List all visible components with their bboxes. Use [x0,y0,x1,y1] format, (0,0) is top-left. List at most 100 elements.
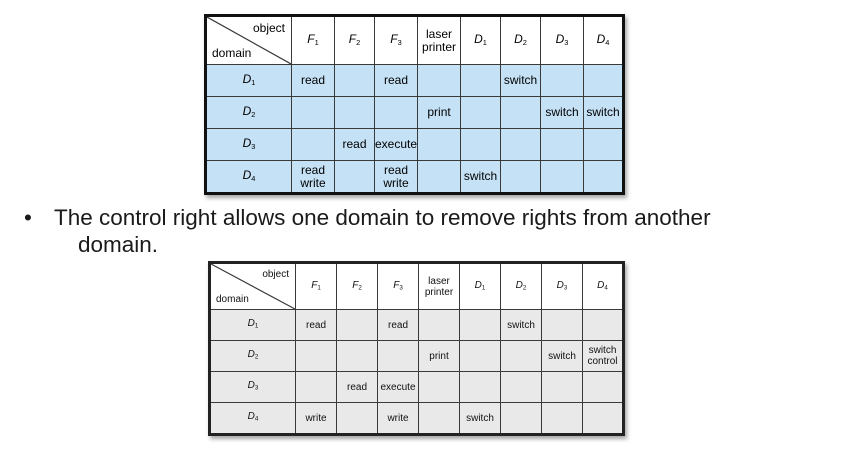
table-row: D2 print switch switch control [209,340,624,372]
table-header-row: object domain F1 F2 F3 laser printer D1 … [205,15,625,65]
table-cell [583,64,625,97]
table-cell: read write [373,160,419,194]
corner-diagonal-line [207,17,291,64]
table-cell: read [334,128,375,161]
table-cell [418,371,460,403]
table-cell [291,96,335,129]
table-cell: switch [500,309,542,341]
table-cell [541,371,583,403]
table-cell [541,309,583,341]
table-cell: print [418,340,460,372]
column-header-laser-printer: laser printer [417,15,462,65]
row-header-d1: D1 [209,309,296,341]
column-header-d1: D1 [460,15,502,65]
table-cell [540,160,585,194]
column-header-d2: D2 [500,15,542,65]
table-cell [334,64,375,97]
table-cell [417,128,462,161]
table-cell: switch [500,64,542,97]
table-cell: print [417,96,462,129]
row-header-d2: D2 [205,96,292,129]
table-cell: execute [373,128,419,161]
bullet-text-line-2: domain. [78,232,159,257]
access-matrix-table-2: object domain F1 F2 F3 laser printer D1 … [208,261,625,436]
column-header-d2: D2 [500,262,542,310]
table-cell: read [291,64,335,97]
table-cell [541,402,583,435]
table-cell: switch [460,160,502,194]
table-cell: write [295,402,337,435]
table-cell [417,160,462,194]
table-cell [336,402,378,435]
corner-header-cell: object domain [209,262,296,310]
row-header-d1: D1 [205,64,292,97]
table-cell: read [295,309,337,341]
table-cell [582,371,624,403]
table-cell [373,96,419,129]
table-cell [540,128,585,161]
table-cell [500,371,542,403]
table-cell [336,309,378,341]
table-cell: read [336,371,378,403]
column-header-laser-printer: laser printer [418,262,460,310]
column-header-d3: D3 [541,262,583,310]
column-header-d3: D3 [540,15,585,65]
table-cell [500,402,542,435]
table-cell [377,340,419,372]
column-header-d4: D4 [583,15,625,65]
column-header-f3: F3 [377,262,419,310]
table-cell [417,64,462,97]
corner-object-label: object [262,269,289,280]
table-cell [582,402,624,435]
table-cell: switch [540,96,585,129]
table-cell [291,128,335,161]
table-cell [460,128,502,161]
table-cell [500,128,542,161]
row-header-d4: D4 [209,402,296,435]
table-cell [582,309,624,341]
column-header-f2: F2 [336,262,378,310]
table-cell: switch control [582,340,624,372]
table-cell [460,64,502,97]
table-row: D2 print switch switch [205,96,625,129]
table-cell [334,96,375,129]
corner-domain-label: domain [212,46,252,60]
table-row: D1 read read switch [205,64,625,97]
row-header-d2: D2 [209,340,296,372]
table-cell: read [377,309,419,341]
table-header-row: object domain F1 F2 F3 laser printer D1 … [209,262,624,310]
column-header-f3: F3 [373,15,419,65]
table-row: D4 write write switch [209,402,624,435]
table-cell: execute [377,371,419,403]
table-cell [459,309,501,341]
corner-diagonal-line [211,264,295,309]
table-cell: switch [583,96,625,129]
table-cell [336,340,378,372]
corner-header-cell: object domain [205,15,292,65]
column-header-d4: D4 [582,262,624,310]
table-row: D1 read read switch [209,309,624,341]
row-header-d4: D4 [205,160,292,194]
table-cell [500,96,542,129]
table-row: D4 read write read write switch [205,160,625,194]
column-header-d1: D1 [459,262,501,310]
table-cell [459,340,501,372]
bullet-text-line-1: The control right allows one domain to r… [54,205,711,230]
corner-object-label: object [252,21,285,35]
table-cell [540,64,585,97]
table-cell: write [377,402,419,435]
table-cell: read [373,64,419,97]
table-cell [460,96,502,129]
column-header-f1: F1 [291,15,335,65]
column-header-f2: F2 [334,15,375,65]
row-header-d3: D3 [205,128,292,161]
bullet-dot-icon: • [24,205,32,230]
table-row: D3 read execute [205,128,625,161]
table-cell [583,160,625,194]
table-cell [500,340,542,372]
table-cell: switch [459,402,501,435]
table-row: D3 read execute [209,371,624,403]
corner-domain-label: domain [216,294,249,305]
table-cell [295,340,337,372]
table-cell [418,402,460,435]
